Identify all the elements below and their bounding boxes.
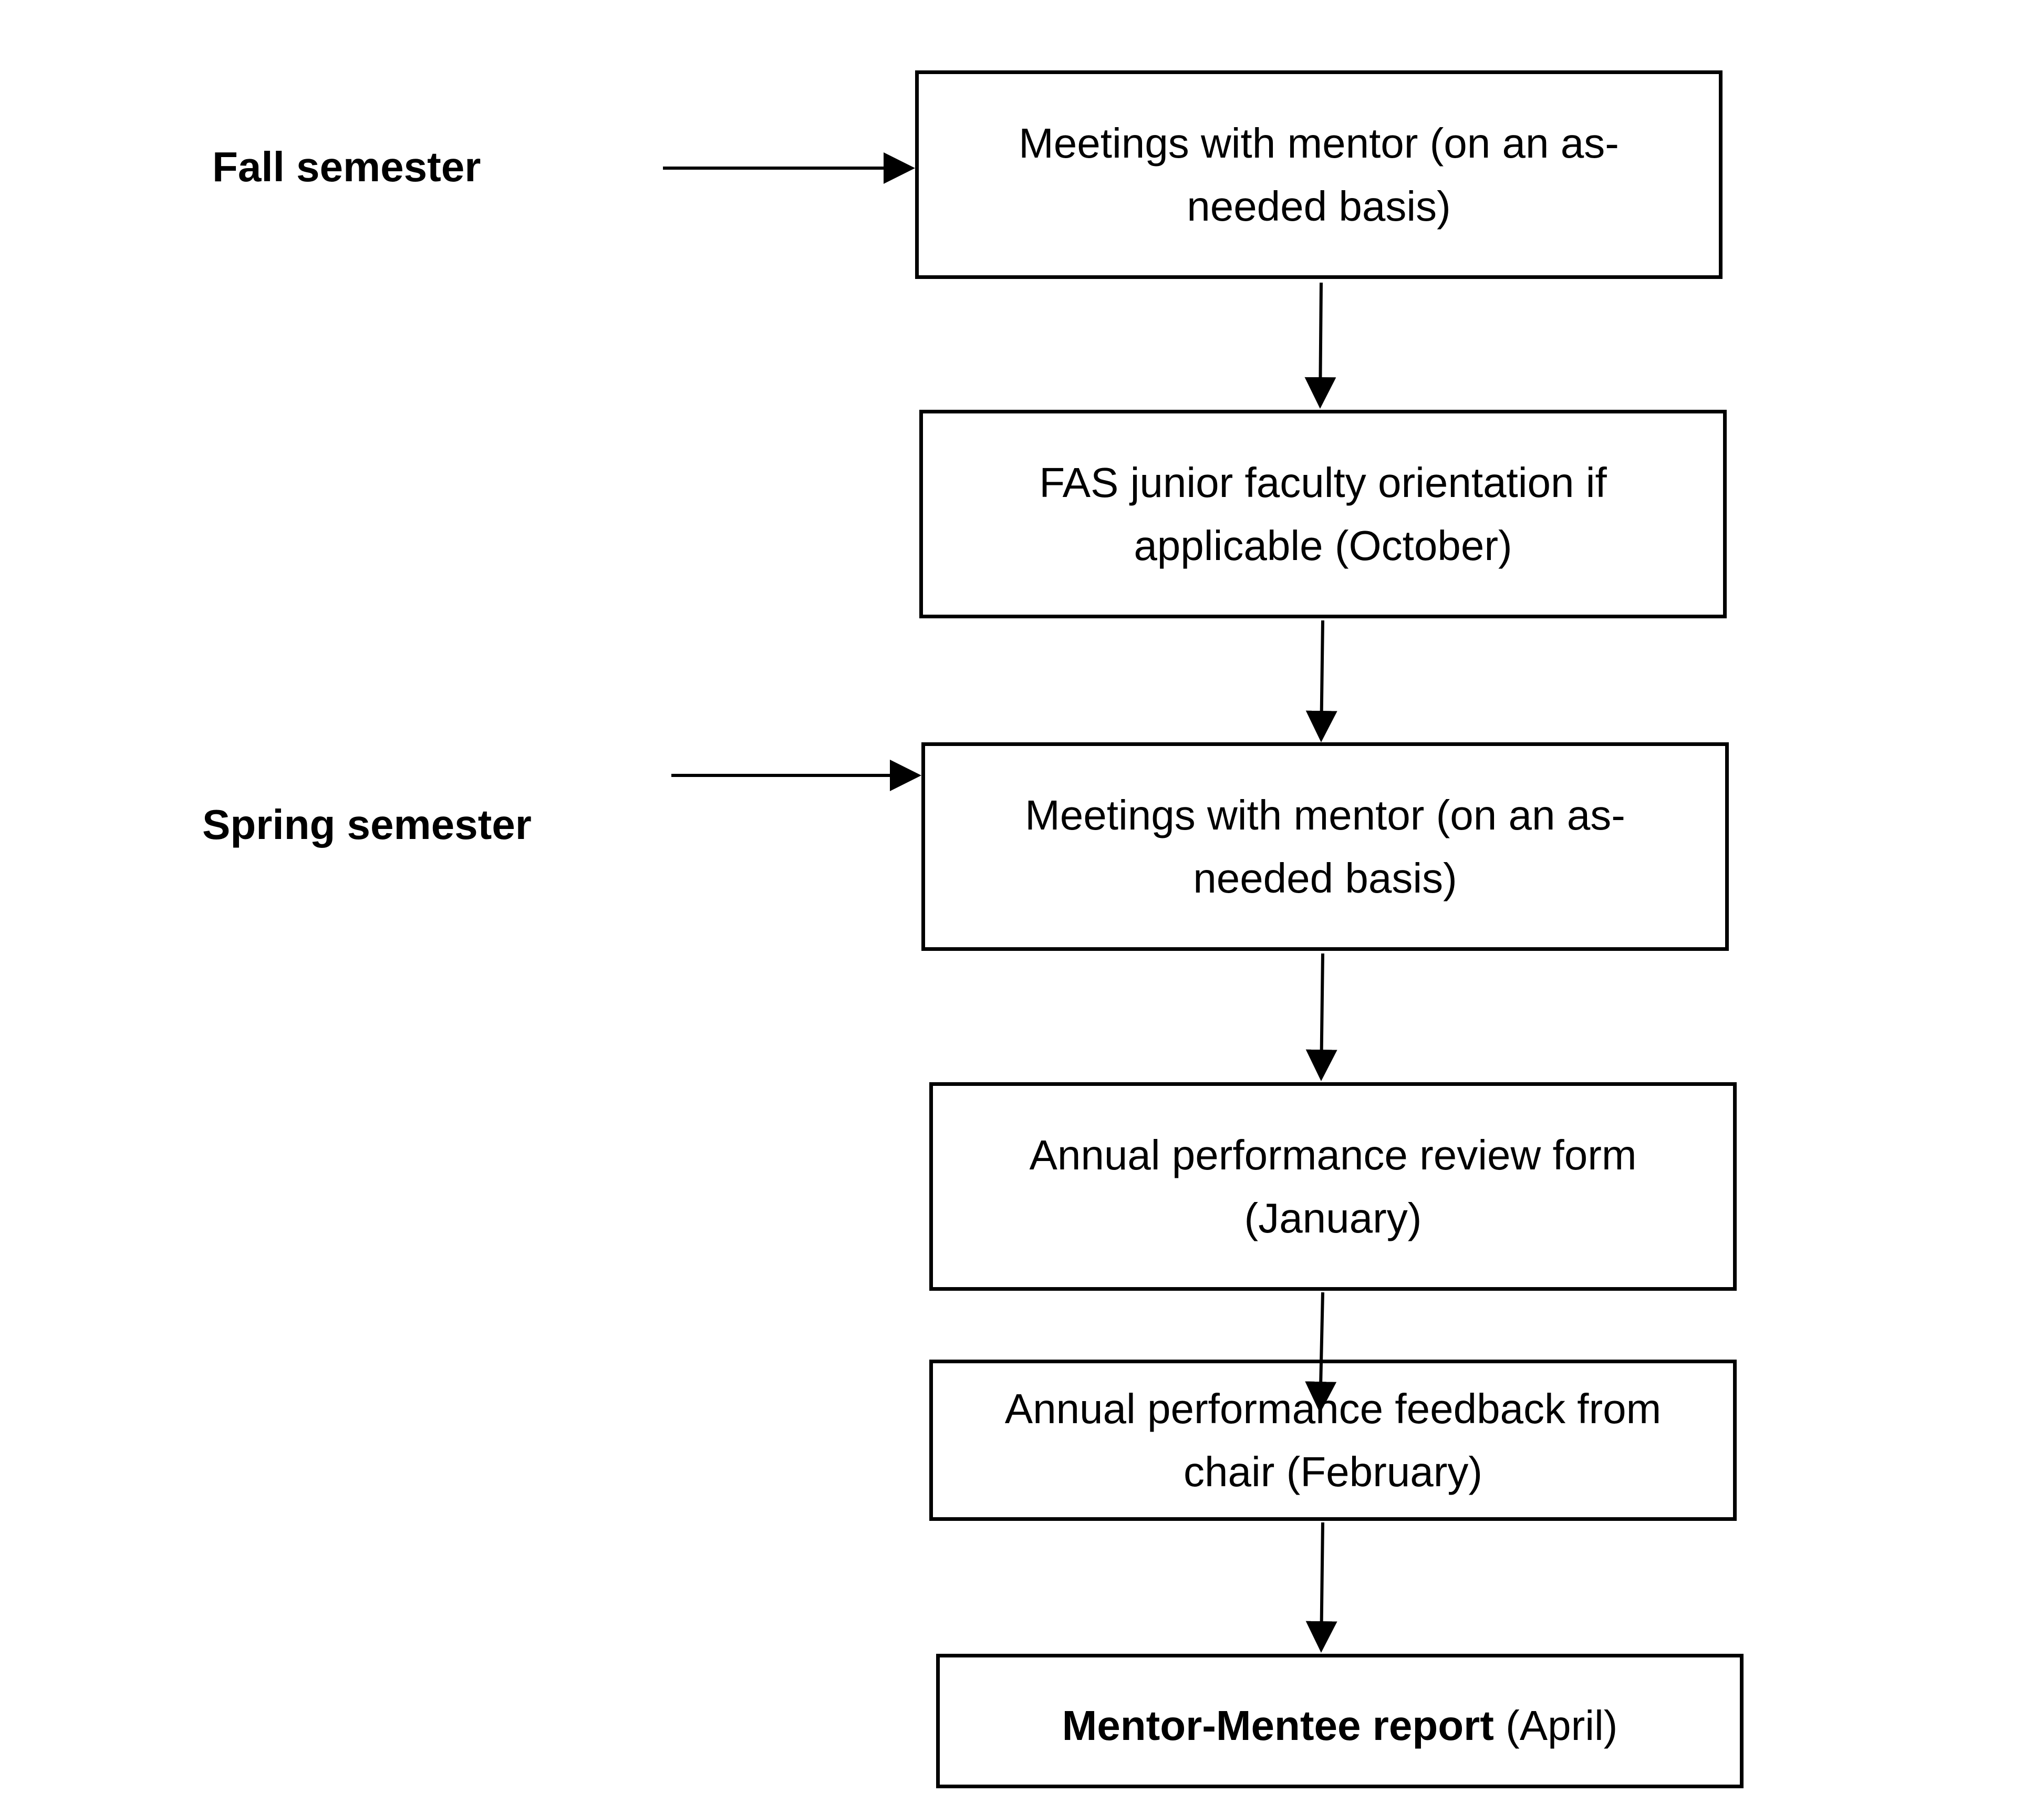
arrow-box-2-to-box-3 bbox=[1305, 620, 1337, 742]
faculty-orientation-box: FAS junior faculty orientation if applic… bbox=[919, 410, 1727, 618]
performance-feedback-text: Annual performance feedback from chair (… bbox=[1004, 1385, 1662, 1495]
spring-mentor-meetings-box: Meetings with mentor (on an as-needed ba… bbox=[921, 742, 1729, 951]
mentor-mentee-report-date: (April) bbox=[1493, 1702, 1618, 1749]
arrow-box-4-to-box-5 bbox=[1305, 1292, 1337, 1413]
spring-semester-label: Spring semester bbox=[202, 801, 532, 848]
arrow-box-3-to-box-4 bbox=[1305, 953, 1337, 1081]
performance-feedback-box: Annual performance feedback from chair (… bbox=[929, 1360, 1737, 1521]
faculty-orientation-text: FAS junior faculty orientation if applic… bbox=[1039, 459, 1607, 569]
mentor-mentee-report-text: Mentor-Mentee report (April) bbox=[1062, 1694, 1618, 1757]
fall-semester-label: Fall semester bbox=[212, 143, 481, 190]
performance-review-form-text: Annual performance review form (January) bbox=[1029, 1131, 1637, 1241]
mentor-mentee-report-title: Mentor-Mentee report bbox=[1062, 1702, 1494, 1749]
mentor-mentee-report-box: Mentor-Mentee report (April) bbox=[936, 1654, 1744, 1788]
performance-review-form-box: Annual performance review form (January) bbox=[929, 1082, 1737, 1291]
fall-mentor-meetings-text: Meetings with mentor (on an as-needed ba… bbox=[1019, 119, 1619, 230]
arrow-box-5-to-box-6 bbox=[1305, 1522, 1337, 1653]
fall-mentor-meetings-box: Meetings with mentor (on an as-needed ba… bbox=[915, 70, 1723, 279]
arrow-box-1-to-box-2 bbox=[1304, 282, 1336, 409]
spring-mentor-meetings-text: Meetings with mentor (on an as-needed ba… bbox=[1025, 791, 1625, 901]
